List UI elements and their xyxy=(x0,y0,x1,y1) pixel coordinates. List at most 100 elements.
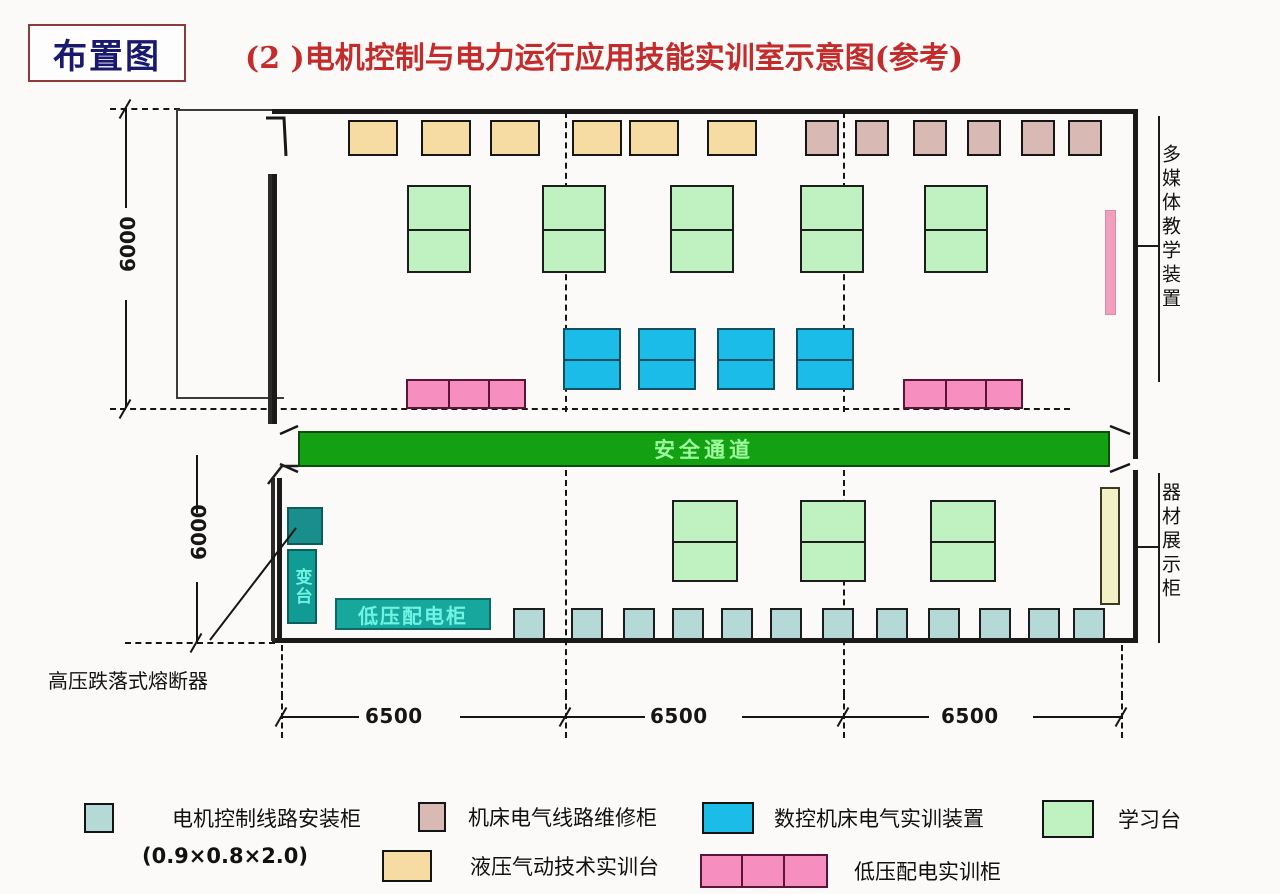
hv-fuse-callout: 高压跌落式熔断器 xyxy=(48,669,208,693)
dim-line-h-2a xyxy=(565,716,645,718)
legend-swatch-cnc-unit xyxy=(702,802,754,834)
legend: 电机控制线路安装柜 (0.9×0.8×2.0) 机床电气线路维修柜 液压气动技术… xyxy=(0,786,1280,894)
machine-repair-cabinet[interactable] xyxy=(805,120,839,156)
legend-item-repair-cabinet: 机床电气线路维修柜 xyxy=(418,802,657,832)
gridline-left-lower xyxy=(281,645,283,697)
corridor-right-chevron-icon xyxy=(1109,424,1131,474)
study-table-split xyxy=(926,229,986,231)
legend-label-lv-training-cabinet: 低压配电实训柜 xyxy=(854,860,1001,884)
hydraulic-bench[interactable] xyxy=(421,120,471,156)
motor-control-cabinet[interactable] xyxy=(721,608,753,640)
machine-repair-cabinet[interactable] xyxy=(855,120,889,156)
hv-fuse-leader xyxy=(209,527,297,641)
cnc-unit-split xyxy=(798,359,852,361)
right-label-leader-bottom xyxy=(1133,546,1160,548)
upper-room-wall-right xyxy=(1133,109,1138,459)
dim-label-h-2: 6500 xyxy=(650,704,708,728)
legend-item-cnc-unit: 数控机床电气实训装置 xyxy=(702,802,984,834)
legend-item-motor-cabinet: 电机控制线路安装柜 xyxy=(84,803,361,833)
legend-swatch-lv-training-cabinet xyxy=(700,854,828,888)
lv-distribution-cabinet[interactable]: 低压配电柜 xyxy=(335,598,491,630)
motor-control-cabinet[interactable] xyxy=(623,608,655,640)
motor-control-cabinet[interactable] xyxy=(1028,608,1060,640)
hydraulic-bench[interactable] xyxy=(629,120,679,156)
study-table-split xyxy=(674,541,736,543)
motor-control-cabinet[interactable] xyxy=(979,608,1011,640)
hydraulic-bench[interactable] xyxy=(348,120,398,156)
upper-room-inner-partition xyxy=(268,174,272,424)
legend-item-lv-training-cabinet: 低压配电实训柜 xyxy=(700,854,1001,888)
machine-repair-cabinet[interactable] xyxy=(1021,120,1055,156)
study-table-split xyxy=(932,541,994,543)
upper-room-wall-top xyxy=(272,109,1138,114)
study-table[interactable] xyxy=(672,500,738,582)
cnc-unit-split xyxy=(565,359,619,361)
dim-label-vertical-top: 6000 xyxy=(116,216,140,272)
door-swing-icon xyxy=(266,116,288,157)
study-table-split xyxy=(802,541,864,543)
equipment-display-cabinet[interactable] xyxy=(1100,487,1120,605)
right-label-bracket-bottom xyxy=(1158,473,1160,643)
machine-repair-cabinet[interactable] xyxy=(967,120,1001,156)
study-table[interactable] xyxy=(670,185,734,273)
cnc-training-unit[interactable] xyxy=(563,328,621,390)
machine-repair-cabinet[interactable] xyxy=(1068,120,1102,156)
legend-swatch-cell xyxy=(785,856,826,886)
motor-control-cabinet[interactable] xyxy=(571,608,603,640)
multimedia-teaching-device[interactable] xyxy=(1105,210,1116,315)
legend-swatch-study-table xyxy=(1042,800,1094,838)
legend-label-study-table: 学习台 xyxy=(1118,808,1181,832)
study-table[interactable] xyxy=(407,185,471,273)
transformer-platform[interactable]: 变台 xyxy=(287,549,317,624)
cnc-training-unit[interactable] xyxy=(796,328,854,390)
study-table[interactable] xyxy=(924,185,988,273)
study-table-split xyxy=(409,229,469,231)
gridline-right-lower xyxy=(1121,645,1123,697)
centerline-upper xyxy=(110,108,180,110)
cnc-training-unit[interactable] xyxy=(717,328,775,390)
right-label-bracket-top xyxy=(1158,116,1160,382)
legend-swatch-repair-cabinet xyxy=(418,802,446,832)
cnc-unit-split xyxy=(719,359,773,361)
dim-label-h-1: 6500 xyxy=(365,704,423,728)
study-table[interactable] xyxy=(800,185,864,273)
motor-control-cabinet[interactable] xyxy=(770,608,802,640)
hydraulic-bench[interactable] xyxy=(490,120,540,156)
dim-line-h-3b xyxy=(1033,716,1121,718)
motor-control-cabinet[interactable] xyxy=(513,608,545,640)
dim-line-h-1b xyxy=(460,716,565,718)
legend-sublabel-motor-cabinet-row: (0.9×0.8×2.0) xyxy=(142,844,308,868)
transformer-unit[interactable] xyxy=(287,507,323,545)
cnc-training-unit[interactable] xyxy=(638,328,696,390)
study-table-split xyxy=(672,229,732,231)
dim-gridline-4 xyxy=(1121,694,1123,738)
hydraulic-bench[interactable] xyxy=(572,120,622,156)
transformer-platform-label: 变台 xyxy=(291,567,312,606)
dim-label-h-3: 6500 xyxy=(941,704,999,728)
lv-cell-divider xyxy=(448,381,450,407)
motor-control-cabinet[interactable] xyxy=(822,608,854,640)
legend-swatch-cell xyxy=(702,856,744,886)
dim-line-vertical-bottom-2 xyxy=(196,582,198,642)
page-title: (2 )电机控制与电力运行应用技能实训室示意图(参考) xyxy=(245,41,964,76)
dim-line-h-3a xyxy=(843,716,929,718)
legend-swatch-motor-cabinet xyxy=(84,803,114,833)
hydraulic-bench[interactable] xyxy=(707,120,757,156)
motor-control-cabinet[interactable] xyxy=(1073,608,1105,640)
lv-cell-divider xyxy=(985,381,987,407)
lv-training-cabinet-group[interactable] xyxy=(406,379,526,409)
machine-repair-cabinet[interactable] xyxy=(913,120,947,156)
legend-swatch-hydraulic-bench xyxy=(382,850,432,882)
lower-room-wall-bottom xyxy=(272,638,1138,643)
legend-item-study-table: 学习台 xyxy=(1042,800,1181,838)
motor-control-cabinet[interactable] xyxy=(928,608,960,640)
motor-control-cabinet[interactable] xyxy=(876,608,908,640)
study-table[interactable] xyxy=(930,500,996,582)
legend-swatch-cell xyxy=(743,856,785,886)
motor-control-cabinet[interactable] xyxy=(672,608,704,640)
lv-training-cabinet-group[interactable] xyxy=(903,379,1023,409)
study-table[interactable] xyxy=(542,185,606,273)
right-label-leader-top xyxy=(1133,245,1160,247)
dim-line-vertical-top xyxy=(125,108,127,208)
study-table[interactable] xyxy=(800,500,866,582)
